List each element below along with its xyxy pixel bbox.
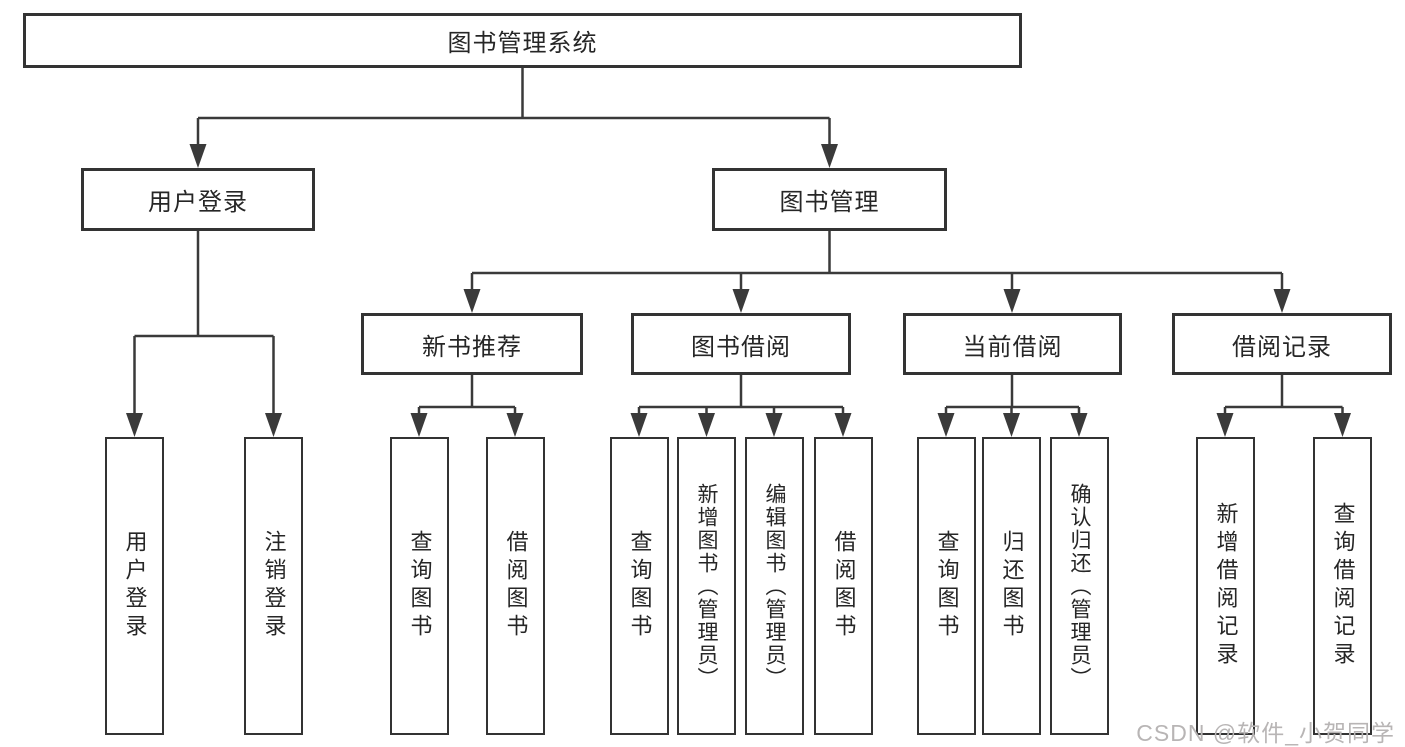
node-label: 新增图书（管理员） [695, 482, 718, 690]
connector-borrow-record-children [1223, 375, 1344, 420]
leaf-query-books-2: 查询图书 [610, 437, 669, 735]
node-new-book-recommend: 新书推荐 [361, 313, 583, 375]
connector-root-to-level2 [196, 68, 831, 150]
connector-user-login-children [133, 231, 275, 420]
node-label: 用户登录 [148, 189, 248, 216]
node-label: 查询图书 [934, 530, 960, 642]
arrow-down-icon [821, 144, 838, 168]
leaf-query-books-3: 查询图书 [917, 437, 976, 735]
node-label: 查询借阅记录 [1330, 502, 1356, 670]
node-label: 查询图书 [407, 530, 433, 642]
node-label: 借阅记录 [1232, 333, 1332, 361]
leaf-borrow-books-1: 借阅图书 [486, 437, 545, 735]
node-label: 图书管理系统 [447, 30, 598, 57]
node-label: 查询图书 [627, 530, 653, 642]
node-user-login: 用户登录 [81, 168, 315, 231]
arrow-down-icon [410, 413, 428, 437]
arrow-down-icon [1334, 413, 1351, 437]
arrow-down-icon [265, 413, 282, 437]
arrow-down-icon [1273, 289, 1291, 313]
node-label: 用户登录 [122, 530, 148, 642]
node-current-borrow: 当前借阅 [903, 313, 1122, 375]
leaf-edit-books-admin: 编辑图书（管理员） [745, 437, 804, 735]
node-label: 借阅图书 [503, 530, 529, 642]
arrow-down-icon [732, 289, 750, 313]
node-label: 新增借阅记录 [1213, 502, 1239, 670]
leaf-confirm-return-admin: 确认归还（管理员） [1050, 437, 1109, 735]
leaf-borrow-books-2: 借阅图书 [814, 437, 873, 735]
arrow-down-icon [1003, 413, 1020, 437]
arrow-down-icon [506, 413, 524, 437]
node-label: 编辑图书（管理员） [763, 482, 786, 690]
node-label: 借阅图书 [831, 530, 857, 642]
arrow-down-icon [834, 413, 852, 437]
arrow-down-icon [1070, 413, 1088, 437]
arrow-down-icon [937, 413, 955, 437]
leaf-add-borrow-record: 新增借阅记录 [1196, 437, 1255, 735]
node-label: 图书管理 [779, 189, 880, 216]
leaf-user-login: 用户登录 [105, 437, 164, 735]
leaf-return-books: 归还图书 [982, 437, 1041, 735]
node-label: 新书推荐 [422, 333, 522, 361]
node-label: 图书借阅 [691, 333, 791, 361]
arrow-down-icon [698, 413, 715, 437]
arrow-down-icon [1216, 413, 1234, 437]
connector-book-management-children [470, 231, 1284, 296]
node-label: 注销登录 [261, 530, 287, 642]
arrow-down-icon [463, 289, 481, 313]
leaf-query-borrow-record: 查询借阅记录 [1313, 437, 1372, 735]
csdn-watermark: CSDN @软件_小贺同学 [1136, 720, 1395, 746]
arrow-down-icon [126, 413, 143, 437]
leaf-add-books-admin: 新增图书（管理员） [677, 437, 736, 735]
arrow-down-icon [765, 413, 783, 437]
arrow-down-icon [630, 413, 648, 437]
connector-new-book-children [417, 375, 517, 420]
node-label: 归还图书 [999, 530, 1025, 642]
node-book-management: 图书管理 [712, 168, 947, 231]
node-root-library-system: 图书管理系统 [23, 13, 1022, 68]
node-label: 当前借阅 [962, 333, 1063, 361]
connector-current-borrow-children [944, 375, 1081, 420]
node-borrow-record: 借阅记录 [1172, 313, 1392, 375]
node-book-borrow: 图书借阅 [631, 313, 851, 375]
arrow-down-icon [1003, 289, 1021, 313]
leaf-logout: 注销登录 [244, 437, 303, 735]
leaf-query-books-1: 查询图书 [390, 437, 449, 735]
node-label: 确认归还（管理员） [1068, 482, 1091, 690]
connector-book-borrow-children [637, 375, 845, 420]
arrow-down-icon [189, 144, 207, 168]
